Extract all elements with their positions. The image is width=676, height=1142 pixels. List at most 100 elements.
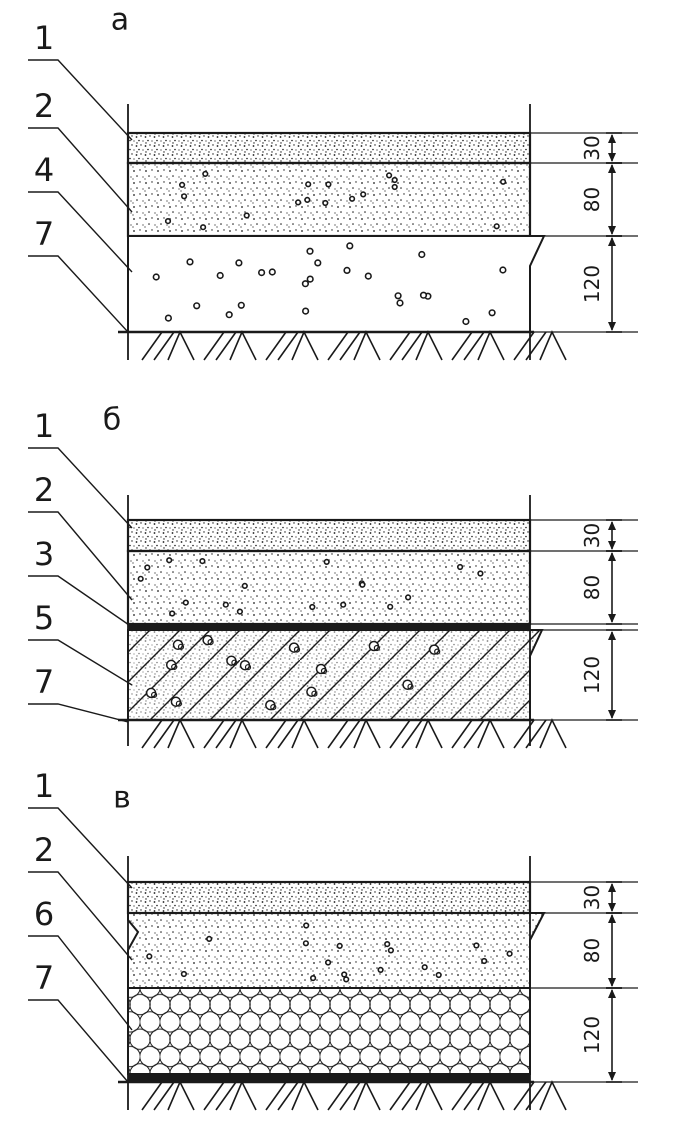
layer-4-pebble: [418, 250, 426, 259]
dimension-value: 80: [580, 938, 604, 963]
layer-5-aggregate-grain: [407, 683, 414, 690]
leader-line: [28, 191, 133, 273]
layer-5-aggregate-grain: [175, 700, 182, 707]
dimension-120: 120: [580, 629, 622, 721]
layer-2-pebble: [180, 970, 187, 978]
callout-number-2: 2: [34, 87, 54, 125]
layer-5-aggregate-grain: [231, 659, 238, 666]
leader-line: [28, 999, 129, 1083]
dimension-80: 80: [580, 912, 622, 989]
layer-4-pebble: [419, 291, 428, 299]
layer-5-aggregate-grain: [207, 638, 214, 646]
layer-4-pebble: [258, 269, 266, 277]
layer-4-pebble: [462, 317, 470, 326]
layer-2-pebble: [493, 223, 500, 230]
layer-5-aggregate-grain: [320, 667, 328, 675]
leader-line: [28, 447, 133, 529]
layer-5-aggregate-grain: [171, 663, 178, 671]
layer-2-pebble: [303, 922, 310, 929]
leader-line: [28, 127, 133, 213]
layer-2-pebble: [169, 610, 176, 617]
layer-2-pebble: [473, 942, 480, 949]
layer-2-pebble: [341, 971, 348, 978]
callout-number-2: 2: [34, 831, 54, 869]
layer-4-pebble: [268, 268, 276, 276]
callout-number-4: 4: [34, 151, 54, 189]
layer-2-pebble: [206, 935, 213, 943]
layer-2-pebble: [506, 950, 513, 957]
layer-4-pebble: [225, 311, 233, 319]
layer-4-pebble: [364, 272, 372, 280]
layer-3-membrane: [128, 623, 530, 630]
callout-number-1: 1: [34, 19, 54, 57]
layer-6-circle-packing: [127, 987, 531, 1075]
dimension-30: 30: [580, 519, 622, 552]
layer-5-stipple: [128, 630, 542, 720]
layer-2-pebble: [164, 218, 172, 225]
callout-number-1: 1: [34, 407, 54, 445]
layer-4-pebble: [499, 266, 507, 274]
layer-2-pebble: [323, 558, 330, 566]
layer-2-pebble: [481, 957, 488, 965]
leader-line: [28, 59, 133, 141]
layer-4-pebble: [186, 258, 194, 266]
layer-5-aggregate-grain: [244, 664, 252, 671]
layer-2-pebble: [386, 172, 393, 179]
layer-2-pebble: [241, 582, 248, 590]
leader-line: [28, 871, 133, 961]
leader-line: [28, 575, 133, 628]
layer-2-pebble: [305, 181, 312, 188]
layer-4-pebble: [164, 314, 172, 322]
layer-1-fine-stipple: [126, 131, 532, 165]
layer-4-pebble: [396, 299, 404, 307]
layer-2-pebble: [243, 212, 250, 219]
layer-2-pebble: [200, 224, 207, 231]
layer-2-pebble: [360, 191, 367, 198]
layer-2-pebble: [182, 599, 189, 606]
layer-2-pebble: [295, 199, 302, 206]
dimension-value: 120: [580, 1016, 604, 1054]
variant-letter: а: [111, 3, 129, 38]
variant-letter: в: [113, 781, 131, 816]
layer-2-pebble: [387, 947, 395, 954]
callout-number-7: 7: [34, 663, 54, 701]
callout-number-6: 6: [34, 895, 54, 933]
layer-5-aggregate-grain: [177, 643, 185, 650]
layer-5-aggregate-grain: [270, 703, 277, 711]
layer-1-fine-stipple: [126, 518, 532, 553]
layer-2-pebble: [222, 601, 229, 608]
leader-line: [28, 511, 133, 601]
callout-number-3: 3: [34, 535, 54, 573]
layer-4-pebble: [306, 247, 314, 255]
callout-number-2: 2: [34, 471, 54, 509]
dimension-value: 30: [580, 523, 604, 548]
layer-2-pebble: [349, 195, 356, 202]
layer-2-pebble: [500, 178, 507, 185]
leader-line: [28, 255, 129, 333]
layer-4-pebble: [237, 301, 245, 309]
ground-hatching: [141, 330, 567, 361]
layer-4-pebble: [488, 309, 496, 317]
dimension-80: 80: [580, 550, 622, 625]
dimension-30: 30: [580, 881, 622, 914]
layer-2-pebble: [421, 964, 428, 971]
layer-2-pebble: [166, 557, 173, 564]
layer-2-pebble: [477, 570, 484, 577]
membrane-layer: [128, 1074, 530, 1082]
dimension-80: 80: [580, 162, 622, 237]
ground-hatching: [141, 718, 567, 749]
layer-2-pebble: [137, 575, 144, 582]
layer-2-pebble: [391, 176, 398, 184]
dimension-30: 30: [580, 132, 622, 164]
layer-2-pebble: [343, 976, 350, 983]
layer-2-pebble: [309, 603, 316, 611]
ground-hatching: [141, 1080, 567, 1111]
layer-1-fine-stipple: [126, 880, 532, 915]
layer-2-pebble: [322, 199, 329, 207]
layer-2-pebble: [405, 594, 412, 601]
layer-2-pebble: [387, 603, 394, 610]
layer-2-pebble: [202, 170, 209, 177]
